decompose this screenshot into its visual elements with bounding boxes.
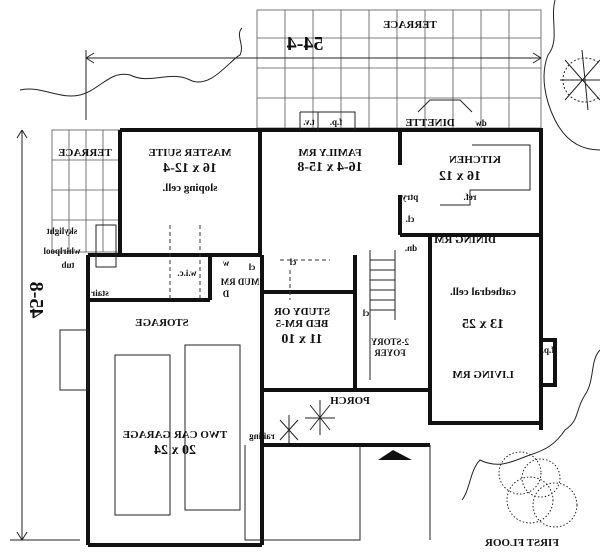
garage-size: 20 x 24 bbox=[154, 443, 196, 458]
porch-label: PORCH bbox=[330, 395, 370, 407]
living-rm-label: LIVING RM bbox=[452, 369, 514, 381]
study-size: 11 x 10 bbox=[281, 332, 322, 347]
garage-label: TWO CAR GARAGE bbox=[123, 429, 228, 441]
landscape-contour-bottom bbox=[461, 349, 600, 501]
walls bbox=[59, 99, 557, 547]
terrace-left-label: TERRACE bbox=[58, 147, 112, 159]
stair-label: stair bbox=[91, 288, 109, 298]
landscape-contour-right bbox=[543, 0, 600, 151]
dining-rm-label: DINING RM bbox=[433, 234, 496, 246]
dishwasher-label: dw bbox=[475, 118, 487, 128]
skylight-label: skylight bbox=[47, 226, 78, 236]
kitchen-size: 16 x 12 bbox=[439, 169, 481, 184]
master-suite-note: sloping cell. bbox=[162, 182, 217, 194]
living-rm-note: cathedral cell. bbox=[450, 286, 516, 298]
living-rm-size: 13 x 25 bbox=[462, 317, 504, 332]
foyer-label-line1: 2-STORY bbox=[370, 337, 409, 347]
tub-label: tub bbox=[61, 260, 74, 270]
shrub-icon bbox=[498, 451, 578, 528]
fireplace-living-label: f.p. bbox=[542, 345, 555, 355]
terrace-left bbox=[51, 129, 121, 253]
ref-label: ref. bbox=[463, 192, 476, 202]
washer-label: w bbox=[222, 258, 229, 268]
whirlpool-label: whirlpool bbox=[43, 246, 81, 256]
dinette-label: DINETTE bbox=[405, 117, 455, 129]
landscape-contour-top bbox=[19, 27, 243, 97]
stairs-down-label: dn. bbox=[405, 243, 417, 253]
depth-dimension bbox=[10, 129, 80, 541]
mud-rm-label: MUD RM bbox=[220, 277, 259, 287]
wic-label: w.i.c. bbox=[177, 268, 196, 278]
ptry-label: ptry bbox=[401, 192, 418, 202]
family-rm-label: FAMILY RM bbox=[298, 147, 362, 159]
width-dimension-label: 54-4 bbox=[287, 33, 324, 55]
kitchen-label: KITCHEN bbox=[449, 154, 501, 166]
closet-hall-label: cl bbox=[289, 257, 296, 267]
study-label-line2: BED RM-5 bbox=[275, 318, 328, 330]
plan-title: FIRST FLOOR bbox=[484, 537, 559, 549]
depth-dimension-label: 45-8 bbox=[25, 282, 47, 319]
fireplace-family-label: f.p. bbox=[330, 117, 343, 127]
study-label-line1: STUDY OR bbox=[273, 306, 330, 318]
family-rm-size: 16-4 x 15-8 bbox=[297, 160, 362, 175]
closet-mud-label: cl bbox=[248, 262, 255, 272]
width-dimension bbox=[85, 50, 542, 120]
tv-label: t.v. bbox=[303, 117, 315, 127]
closet-kitchen-label: cl. bbox=[406, 214, 415, 224]
plant-icon bbox=[279, 400, 335, 446]
terrace-top-label: TERRACE bbox=[383, 19, 437, 31]
master-suite-size: 16 x 12-4 bbox=[163, 161, 217, 176]
foyer-label-line2: FOYER bbox=[374, 348, 406, 358]
master-suite-label: MASTER SUITE bbox=[149, 147, 232, 159]
closet-study-label: cl bbox=[362, 308, 369, 318]
dryer-label: D bbox=[222, 289, 229, 299]
storage-label: STORAGE bbox=[135, 317, 189, 329]
entry-arrow-icon bbox=[378, 450, 412, 460]
tree-icon bbox=[560, 49, 600, 111]
railing-label: railing bbox=[249, 431, 275, 441]
